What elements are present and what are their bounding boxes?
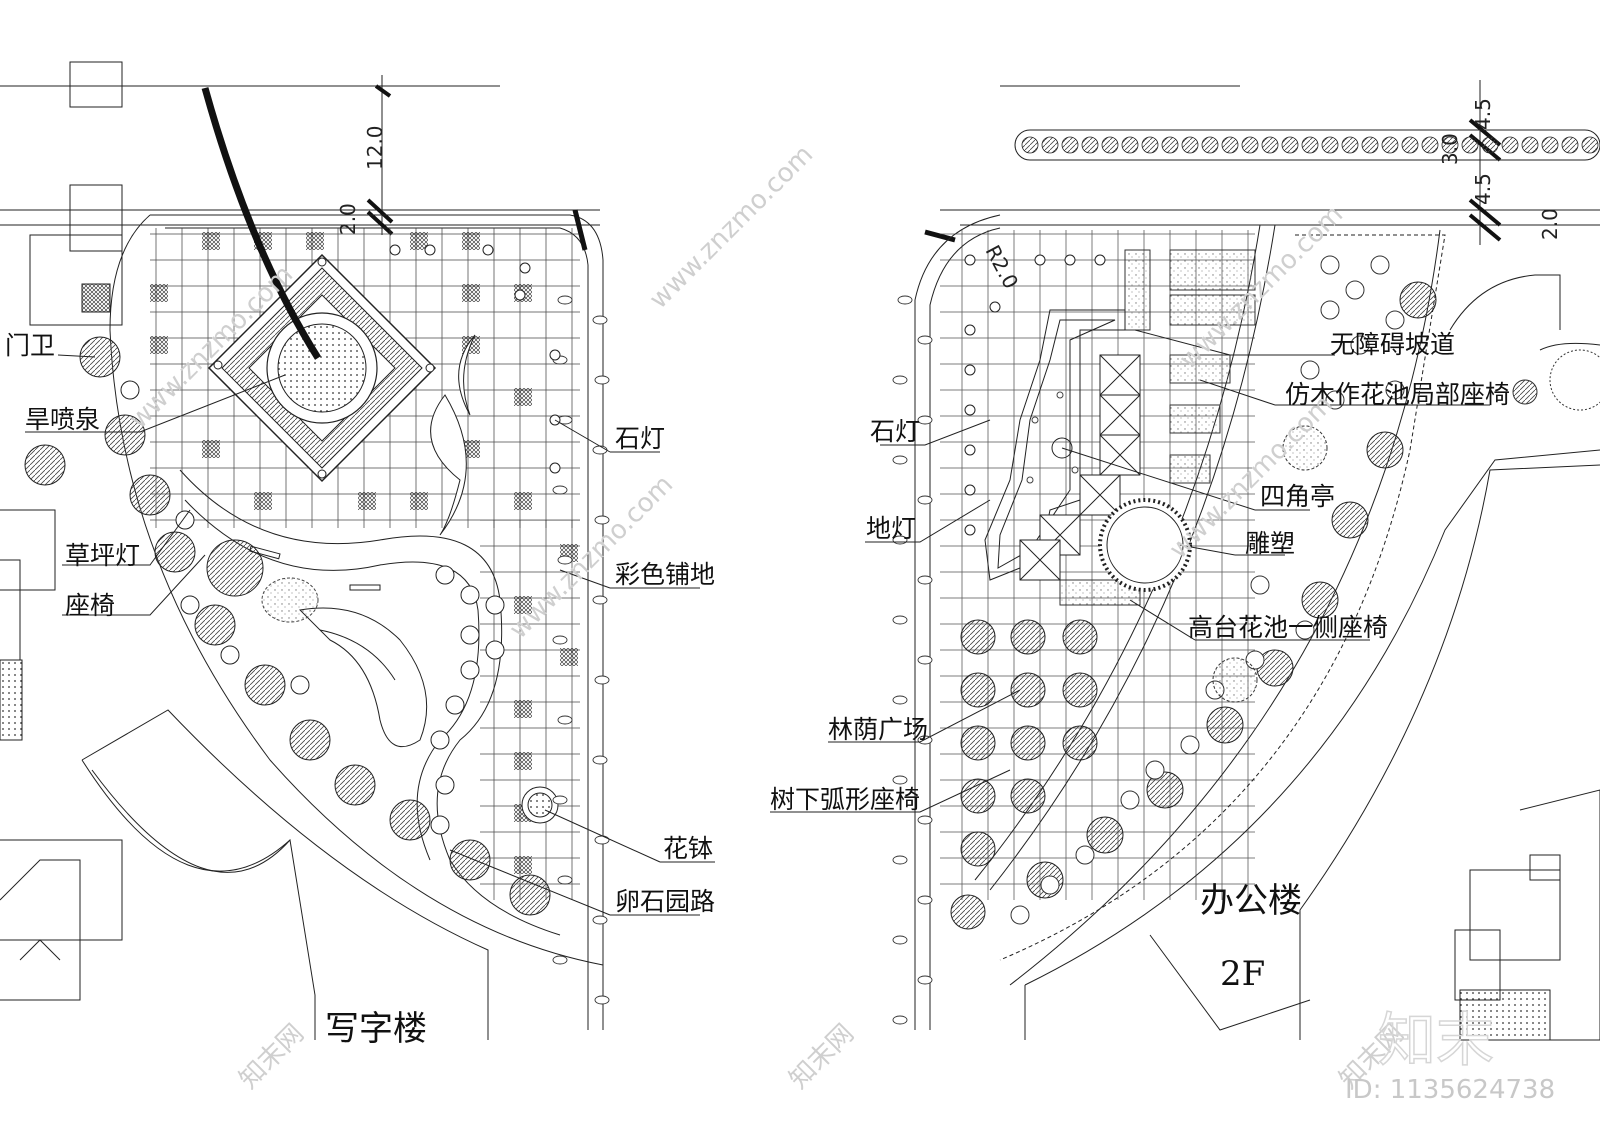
dim-2-right: 2.0: [1538, 208, 1562, 240]
label-planter-bench: 高台花池一侧座椅: [1188, 613, 1388, 642]
label-accessible-ramp: 无障碍坡道: [1330, 330, 1455, 359]
left-leaders: [25, 354, 715, 916]
left-stone-lamps: [213, 244, 561, 479]
right-small-trees: [1010, 255, 1405, 925]
ramp-blocks: [1059, 249, 1256, 606]
label-sculpture: 雕塑: [1245, 529, 1295, 558]
watermark-logo: 知末: [1378, 1006, 1494, 1074]
left-trees: [24, 336, 559, 916]
label-bench: 座椅: [65, 591, 115, 620]
watermark-site-3: www.znzmo.com: [644, 140, 819, 315]
label-lawn-light: 草坪灯: [65, 541, 140, 570]
label-shade-plaza: 林荫广场: [828, 715, 928, 744]
left-plan: 门卫 旱喷泉 草坪灯 座椅 石灯 彩色铺地 花钵 卵石园路 写字楼 12.0 2…: [0, 61, 715, 1049]
dry-fountain: [207, 253, 437, 483]
label-wood-planter-bench: 仿木作花池局部座椅: [1285, 380, 1510, 409]
label-pavilion: 四角亭: [1260, 482, 1335, 511]
label-stone-lamp-right: 石灯: [870, 417, 920, 446]
building-floor-count: 2F: [1220, 954, 1265, 994]
label-pebble-path: 卵石园路: [615, 887, 715, 916]
label-color-paving: 彩色铺地: [615, 560, 715, 589]
watermark-brand-2: 知末网: [784, 1019, 860, 1095]
right-leaders: [770, 329, 1490, 813]
label-stone-lamp: 石灯: [615, 424, 665, 453]
dim-4-5-bottom: 4.5: [1471, 173, 1495, 205]
label-flower-bowl: 花钵: [663, 834, 713, 863]
row-trees: [1021, 136, 1599, 154]
dim-3: 3.0: [1438, 133, 1462, 165]
guard-booth: [69, 61, 123, 108]
dim-12: 12.0: [363, 125, 387, 170]
right-hedge: [892, 295, 933, 1025]
dim-2: 2.0: [336, 203, 360, 235]
left-hedge: [552, 295, 610, 1005]
right-lamps: [964, 254, 1106, 536]
watermark-brand-1: 知末网: [234, 1019, 310, 1095]
right-plan: 无障碍坡道 仿木作花池局部座椅 石灯 四角亭 地灯 雕塑 高台花池一侧座椅 林荫…: [770, 80, 1600, 1041]
label-arc-bench: 树下弧形座椅: [770, 785, 920, 814]
label-guard-house: 门卫: [5, 331, 55, 360]
label-ground-light: 地灯: [866, 514, 916, 543]
watermark-id: ID: 1135624738: [1345, 1075, 1555, 1105]
label-dry-fountain: 旱喷泉: [25, 405, 100, 434]
building-office-tower: 写字楼: [325, 1009, 427, 1049]
building-office: 办公楼: [1200, 881, 1302, 921]
dim-4-5-top: 4.5: [1471, 98, 1495, 130]
pavilion: [1019, 354, 1141, 581]
